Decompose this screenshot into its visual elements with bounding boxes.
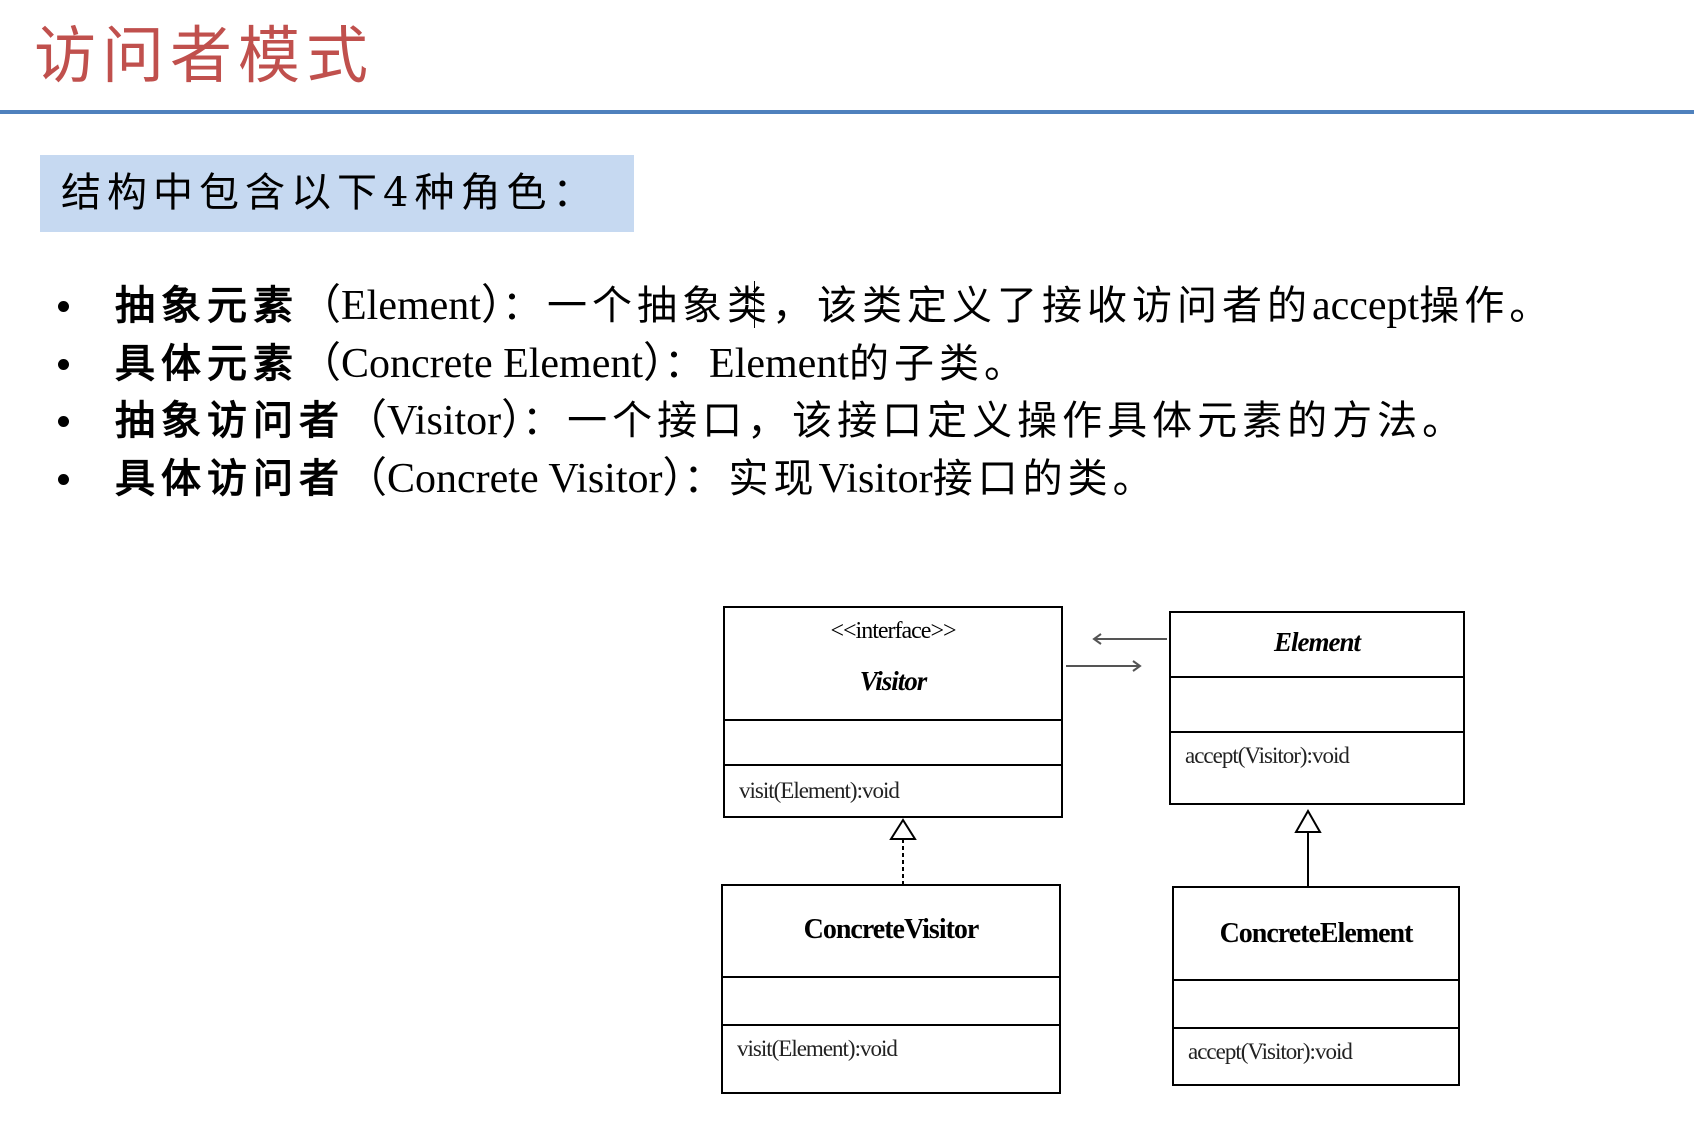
class-name: Element [1274, 627, 1361, 657]
role-text[interactable]: 抽象元素（Element）：一个抽象类，该类定义了接收访问者的accept操作。 [115, 277, 1554, 336]
uml-class-visitor[interactable]: <<interface>> Visitor visit(Element):voi… [723, 606, 1063, 818]
role-name: 抽象元素 [115, 282, 299, 329]
role-text[interactable]: 抽象访问者（Visitor）：一个接口，该接口定义操作具体元素的方法。 [115, 392, 1467, 451]
arrow-left-icon [1092, 633, 1167, 645]
realization-triangle-icon [889, 818, 917, 884]
role-desc-part: ：一个抽 [501, 283, 682, 329]
role-name: 抽象访问者 [115, 397, 345, 444]
role-desc: ：实现Visitor接口的类。 [683, 456, 1157, 502]
operation-label: visit(Element):void [739, 778, 900, 803]
role-desc-part: 象类，该类定义了接收访问者的 [681, 283, 1312, 329]
role-english: （Element） [299, 283, 502, 329]
role-desc: ：一个接口，该接口定义操作具体元素的方法。 [522, 398, 1468, 444]
role-desc: ：Element的子类。 [664, 341, 1029, 387]
class-header: ConcreteVisitor [723, 886, 1059, 978]
class-name: Visitor [859, 666, 928, 696]
bullet-icon [58, 416, 69, 427]
role-english: （Concrete Visitor） [345, 455, 684, 502]
role-text[interactable]: 具体访问者（Concrete Visitor）：实现Visitor接口的类。 [115, 450, 1158, 509]
class-attributes [725, 719, 1061, 766]
role-desc-tail: 的子类。 [849, 340, 1029, 387]
slide-title: 访问者模式 [34, 19, 375, 92]
operation-label: accept(Visitor):void [1188, 1039, 1353, 1064]
operation-label: accept(Visitor):void [1185, 743, 1350, 768]
role-desc: ：一个抽象类，该类定义了接收访问者的accept操作。 [502, 283, 1554, 329]
role-desc-part: ： [664, 340, 710, 387]
title-divider [0, 110, 1694, 114]
class-operations: visit(Element):void [725, 764, 1061, 818]
role-name: 具体元素 [115, 339, 299, 387]
arrow-right-icon [1066, 660, 1142, 672]
intro-text: 结构中包含以下4种角色： [61, 170, 599, 216]
operation-label: visit(Element):void [737, 1036, 898, 1061]
role-desc-latin: Element [709, 340, 849, 387]
class-attributes [1174, 979, 1458, 1029]
role-english: （Visitor） [345, 398, 523, 444]
class-header: ConcreteElement [1174, 888, 1458, 981]
role-english: （Concrete Element） [299, 340, 665, 387]
role-text[interactable]: 具体元素（Concrete Element）：Element的子类。 [115, 335, 1029, 394]
bullet-icon [58, 358, 69, 370]
class-operations: visit(Element):void [723, 1024, 1059, 1094]
role-name: 具体访问者 [115, 454, 345, 502]
text-cursor [754, 281, 755, 328]
class-operations: accept(Visitor):void [1174, 1027, 1458, 1086]
role-desc-latin: accept [1311, 283, 1420, 329]
class-header: <<interface>> Visitor [725, 608, 1061, 721]
uml-class-concrete-element[interactable]: ConcreteElement accept(Visitor):void [1172, 886, 1460, 1086]
class-attributes [723, 976, 1059, 1026]
bullet-icon [58, 473, 69, 485]
class-operations: accept(Visitor):void [1171, 731, 1463, 805]
uml-class-concrete-visitor[interactable]: ConcreteVisitor visit(Element):void [721, 884, 1061, 1094]
class-name: ConcreteElement [1219, 918, 1414, 949]
role-desc-latin: Visitor [818, 455, 933, 502]
role-desc-part: ：实现 [683, 455, 819, 502]
role-desc-tail: 操作。 [1419, 283, 1555, 329]
class-header: Element [1171, 613, 1463, 678]
role-desc-tail: 接口的类。 [932, 455, 1158, 502]
uml-class-element[interactable]: Element accept(Visitor):void [1169, 611, 1465, 805]
class-attributes [1171, 676, 1463, 732]
stereotype-label: <<interface>> [830, 618, 956, 644]
intro-callout: 结构中包含以下4种角色： [40, 155, 634, 232]
generalization-triangle-icon [1294, 808, 1322, 886]
class-name: ConcreteVisitor [803, 914, 980, 945]
bullet-icon [58, 301, 69, 312]
